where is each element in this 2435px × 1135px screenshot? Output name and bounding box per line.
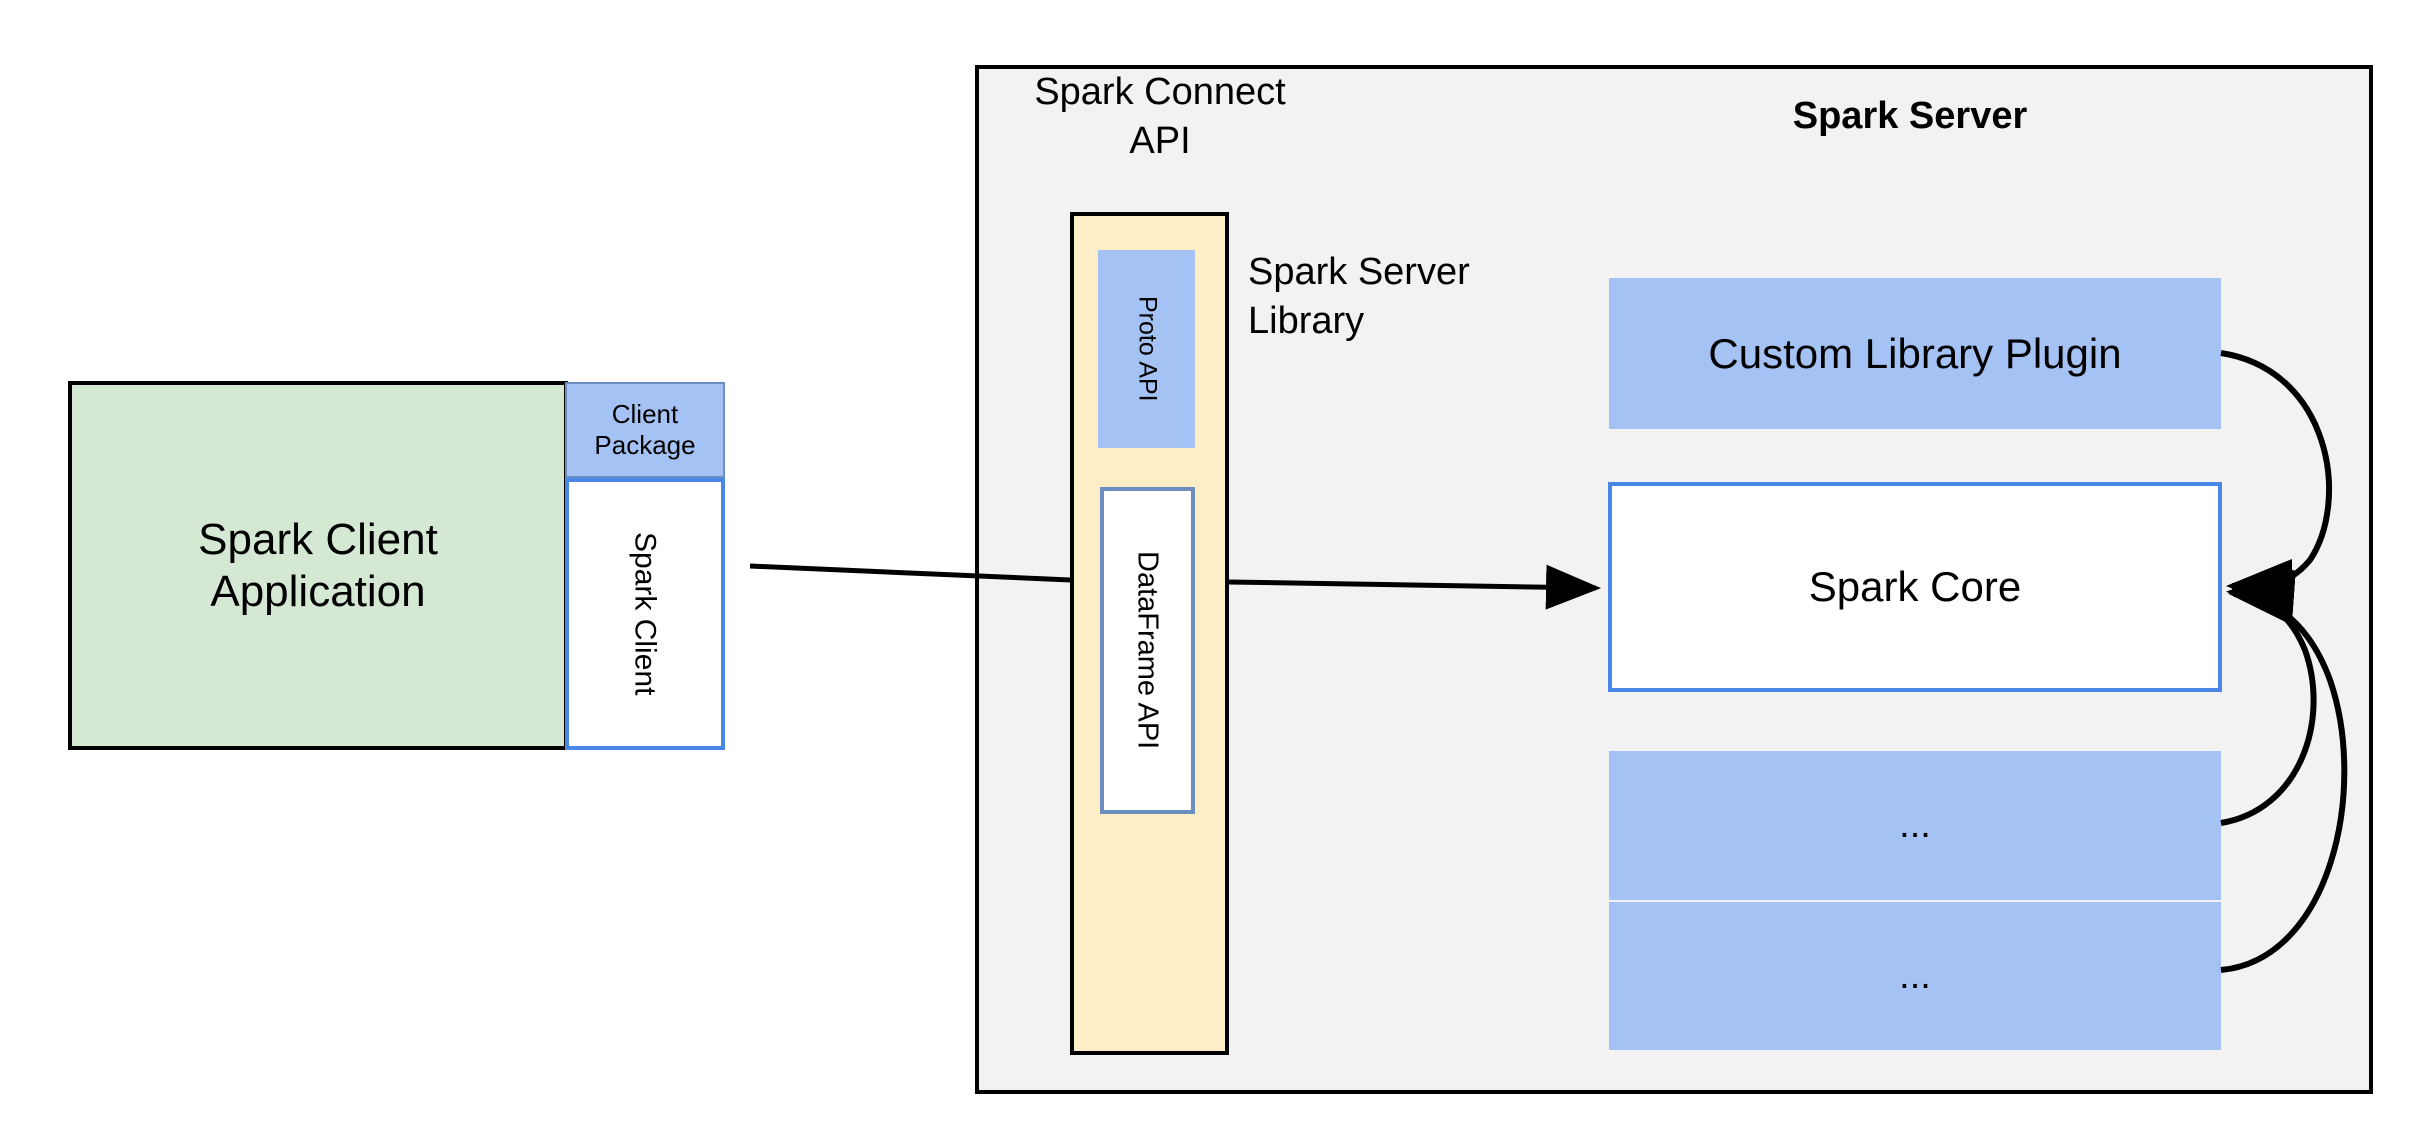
- proto-api-label: Proto API: [1133, 296, 1162, 402]
- client-package-label-line1: Client: [611, 399, 679, 430]
- spark-server-library-label-line1: Spark Server: [1248, 251, 1470, 293]
- custom-library-plugin-label: Custom Library Plugin: [1708, 329, 2122, 377]
- spark-core-label: Spark Core: [1808, 563, 2022, 611]
- placeholder-component-box-2[interactable]: ...: [1609, 902, 2221, 1050]
- spark-client-box[interactable]: Spark Client: [565, 478, 725, 750]
- spark-server-title: Spark Server: [1792, 95, 2028, 137]
- spark-server-library-label-line2: Library: [1248, 299, 1365, 342]
- spark-connect-api-label-line1: Spark Connect: [1034, 71, 1286, 113]
- proto-api-box[interactable]: Proto API: [1098, 250, 1195, 448]
- placeholder-component-box-1[interactable]: ...: [1609, 751, 2221, 900]
- spark-server-library-label: Spark Server Library: [1248, 248, 1578, 345]
- placeholder-component-label-2: ...: [1899, 954, 1931, 997]
- dataframe-api-label: DataFrame API: [1131, 551, 1164, 750]
- placeholder-component-label-1: ...: [1899, 804, 1931, 847]
- spark-core-box[interactable]: Spark Core: [1608, 482, 2222, 692]
- client-package-box[interactable]: Client Package: [565, 382, 725, 478]
- spark-connect-api-label: Spark Connect API: [1010, 68, 1310, 165]
- spark-connect-api-label-line2: API: [1129, 119, 1191, 162]
- spark-client-application-label-line1: Spark Client: [198, 514, 438, 564]
- spark-client-application-label-line2: Application: [210, 566, 426, 616]
- spark-client-application-box[interactable]: Spark Client Application: [68, 381, 568, 750]
- spark-client-label: Spark Client: [628, 532, 662, 696]
- custom-library-plugin-box[interactable]: Custom Library Plugin: [1609, 278, 2221, 429]
- dataframe-api-box[interactable]: DataFrame API: [1100, 487, 1195, 814]
- client-package-label-line2: Package: [594, 430, 696, 460]
